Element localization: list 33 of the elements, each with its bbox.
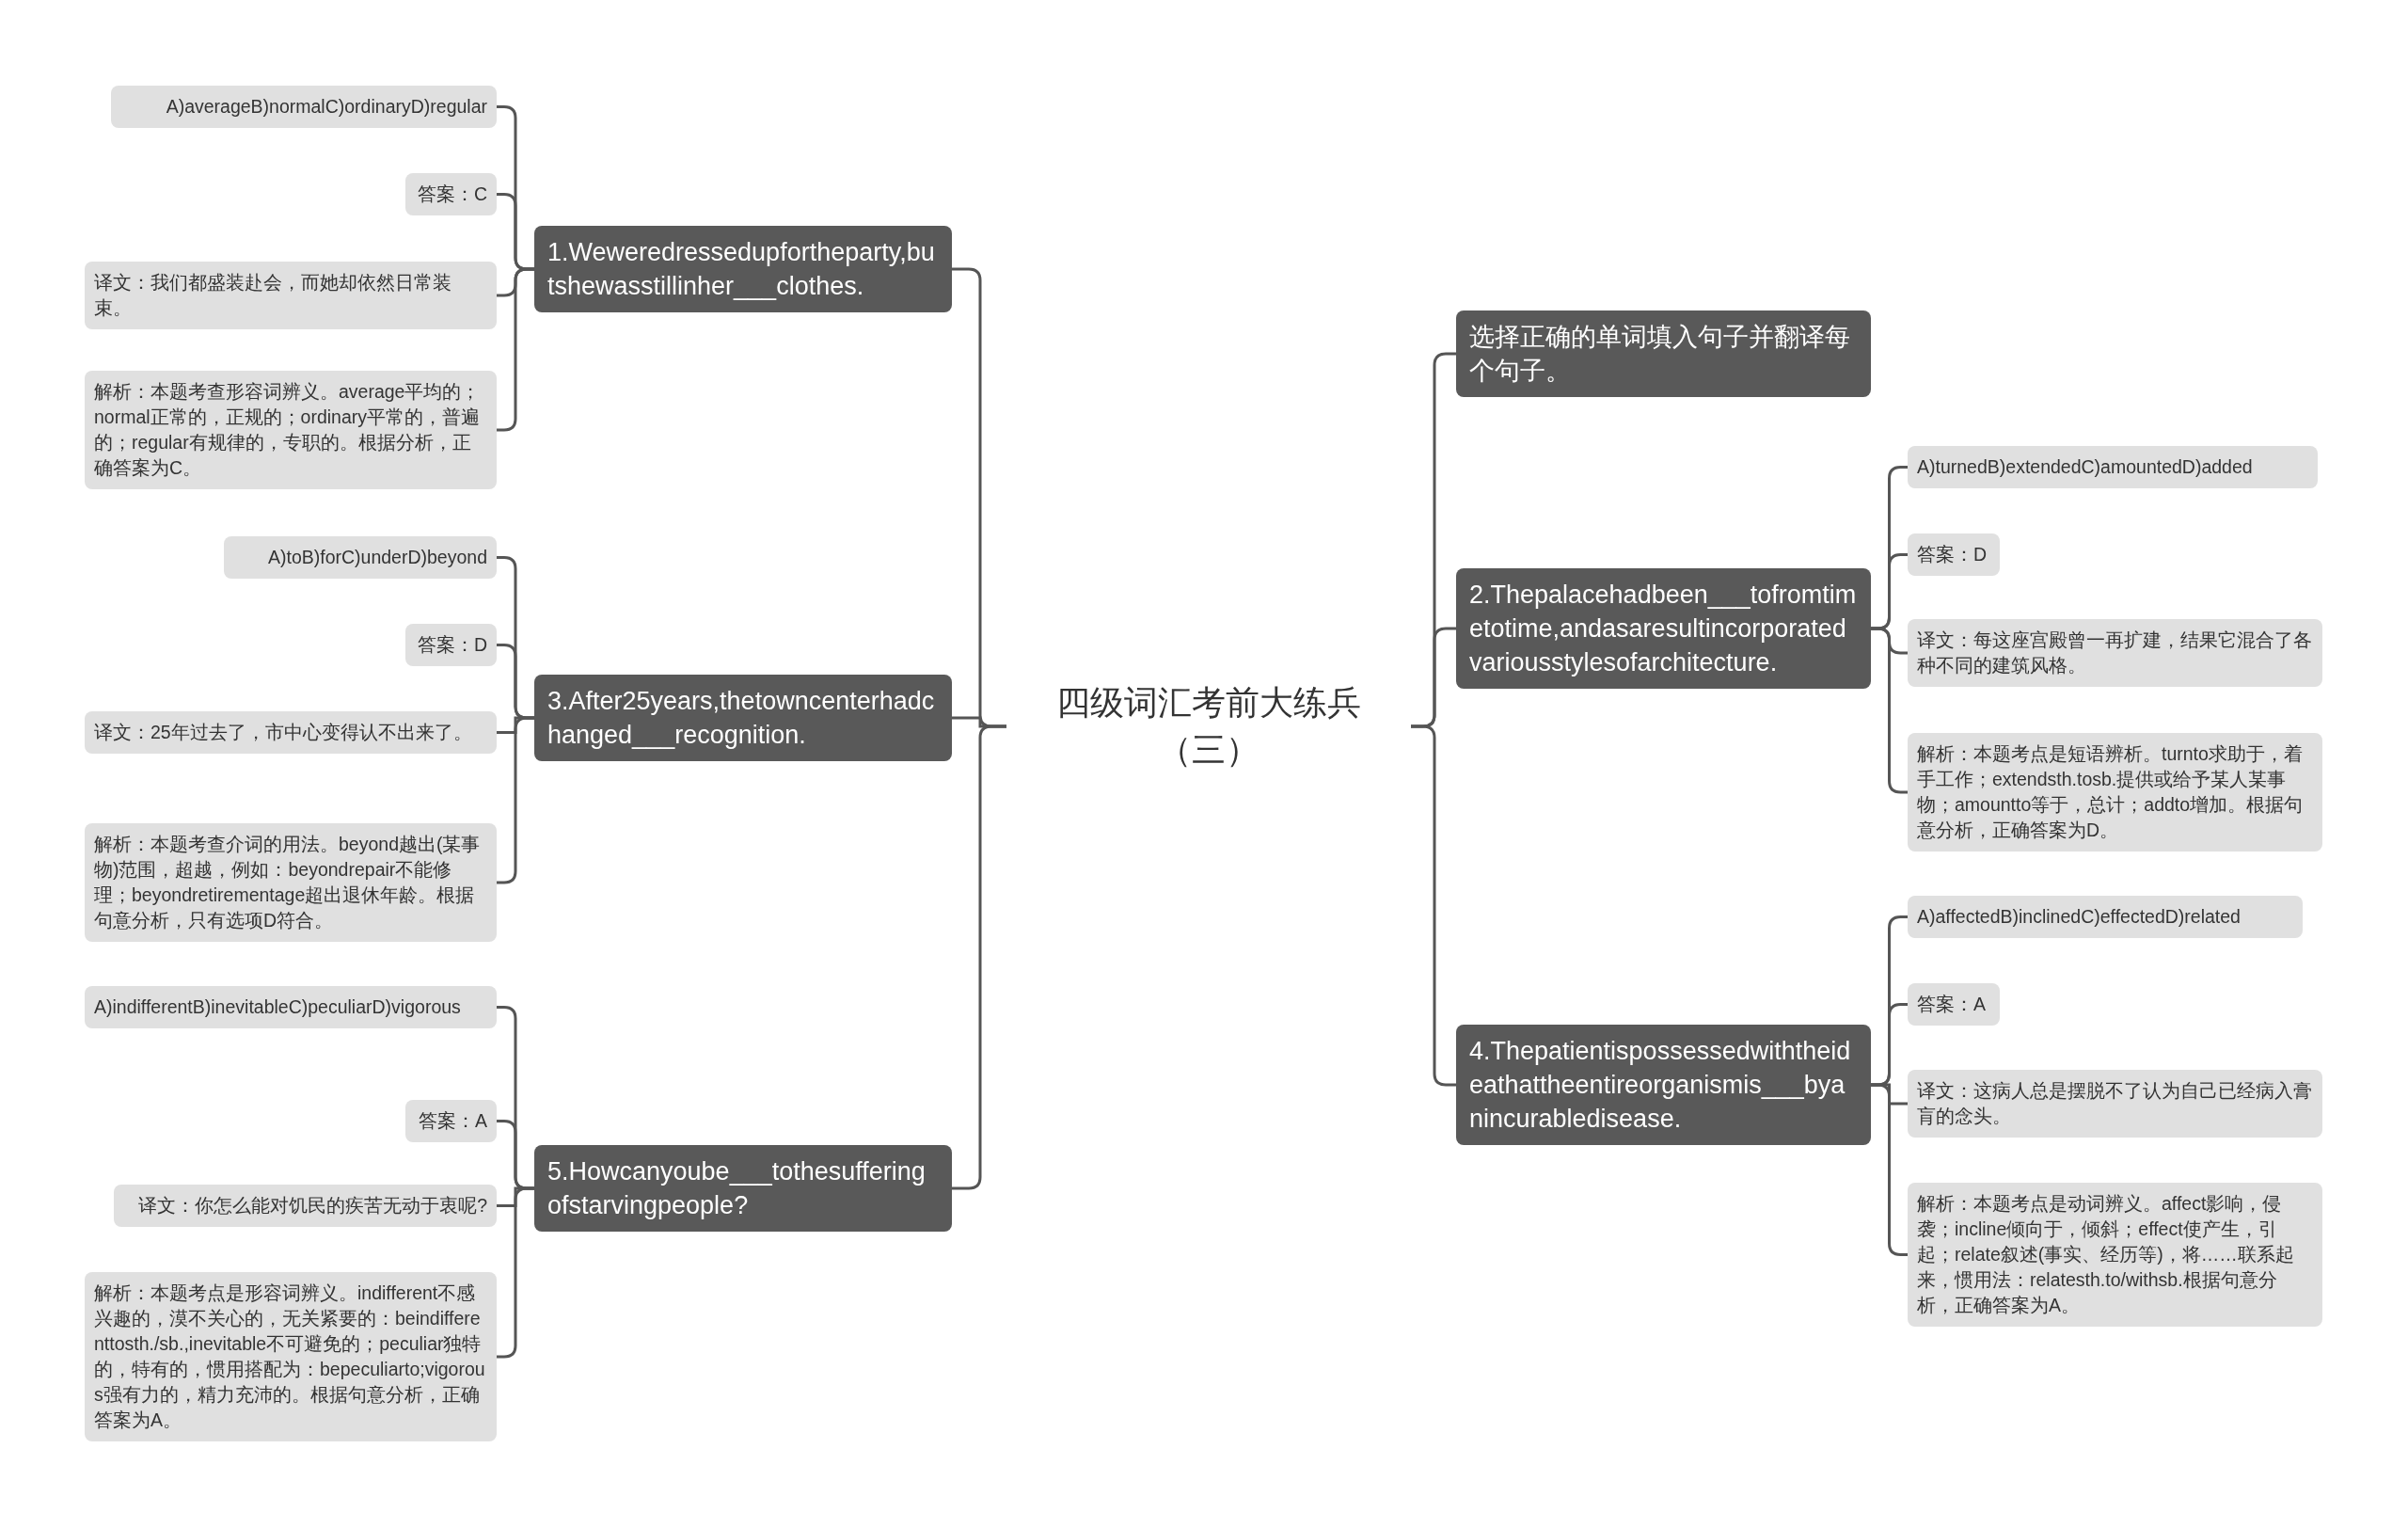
note-box: 解析：本题考查介词的用法。beyond越出(某事物)范围，超越，例如：beyondrepair不能修理；beyondretirementage超出退休年龄。根据句意分析，只有选项D符合。 bbox=[85, 823, 497, 942]
note-box: A)averageB)normalC)ordinaryD)regular bbox=[111, 86, 497, 128]
connector-line bbox=[1411, 724, 1456, 1087]
note-box: A)indifferentB)inevitableC)peculiarD)vigorous bbox=[85, 986, 497, 1028]
note-box: 答案：A bbox=[405, 1100, 497, 1142]
note-box: 解析：本题考点是形容词辨义。indifferent不感兴趣的，漠不关心的，无关紧要的：beindifferenttosth./sb.,inevitable不可避免的；peculiar独特的，特有的，惯用搭配为：bepeculiarto;vigorous强有力的，精力充沛的。根据句意分析，正确答案为A。 bbox=[85, 1272, 497, 1441]
note-box: 答案：C bbox=[405, 173, 497, 215]
note-box: 解析：本题考查形容词辨义。average平均的；normal正常的，正规的；ordinary平常的，普遍的；regular有规律的，专职的。根据分析，正确答案为C。 bbox=[85, 371, 497, 489]
note-box: 解析：本题考点是动词辨义。affect影响，侵袭；incline倾向于，倾斜；effect使产生，引起；relate叙述(事实、经历等)，将……联系起来，惯用法：relatesth.to/withsb.根据句意分析，正确答案为A。 bbox=[1908, 1183, 2322, 1327]
note-box: 解析：本题考点是短语辨析。turnto求助于，着手工作；extendsth.tosb.提供或给予某人某事物；amountto等于，总计；addto增加。根据句意分析，正确答案为D。 bbox=[1908, 733, 2322, 852]
connector-line bbox=[1871, 627, 1908, 794]
connector-line bbox=[1871, 1083, 1908, 1256]
note-box: 答案：D bbox=[405, 624, 497, 666]
note-box: 答案：D bbox=[1908, 533, 2000, 576]
note-box: 译文：每这座宫殿曾一再扩建，结果它混合了各种不同的建筑风格。 bbox=[1908, 619, 2322, 687]
note-box: 译文：25年过去了，市中心变得认不出来了。 bbox=[85, 711, 497, 754]
topic-box: 选择正确的单词填入句子并翻译每个句子。 bbox=[1456, 310, 1871, 397]
note-box: 答案：A bbox=[1908, 983, 2000, 1026]
note-box: A)turnedB)extendedC)amountedD)added bbox=[1908, 446, 2318, 488]
central-topic: 四级词汇考前大练兵（三） bbox=[1006, 679, 1411, 773]
note-box: 译文：这病人总是摆脱不了认为自己已经病入膏肓的念头。 bbox=[1908, 1070, 2322, 1138]
connector-line bbox=[497, 1186, 534, 1359]
note-box: 译文：我们都盛装赴会，而她却依然日常装束。 bbox=[85, 262, 497, 329]
topic-box: 5.Howcanyoube___tothesufferingofstarvingpeople? bbox=[534, 1145, 952, 1232]
connector-line bbox=[497, 716, 534, 884]
topic-box: 3.After25years,thetowncenterhadchanged___recognition. bbox=[534, 675, 952, 761]
connector-line bbox=[497, 267, 534, 432]
topic-box: 1.Weweredressedupfortheparty,butshewasstillinher___clothes. bbox=[534, 226, 952, 312]
topic-box: 2.Thepalacehadbeen___tofromtimetotime,andasaresultincorporatedvariousstylesofarchitecture. bbox=[1456, 568, 1871, 689]
note-box: A)affectedB)inclinedC)effectedD)related bbox=[1908, 896, 2303, 938]
topic-box: 4.Thepatientispossessedwiththeideathattheentireorganismis___byanincurabledisease. bbox=[1456, 1025, 1871, 1145]
note-box: 译文：你怎么能对饥民的疾苦无动于衷呢? bbox=[114, 1185, 497, 1227]
note-box: A)toB)forC)underD)beyond bbox=[224, 536, 497, 579]
